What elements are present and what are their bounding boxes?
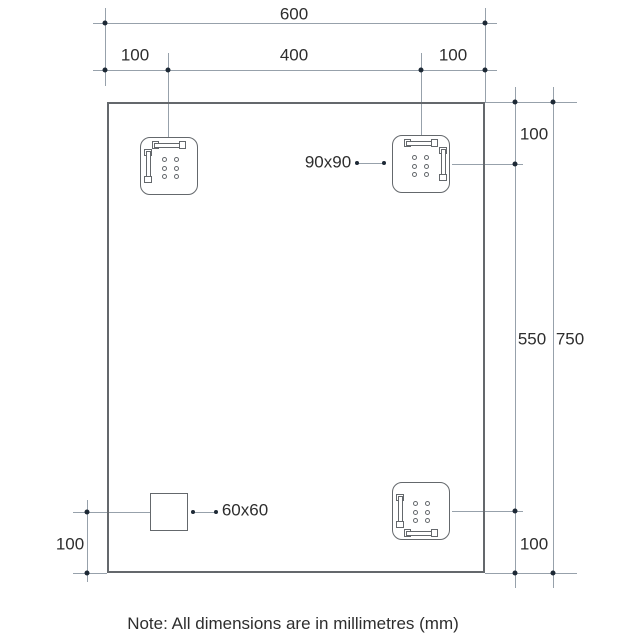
slot-end-cap <box>439 174 447 181</box>
slot-end-cap <box>431 139 438 147</box>
dim-label-top-center-span: 400 <box>279 45 309 65</box>
screw-hole <box>411 154 417 160</box>
dimension-tick-dot <box>512 508 518 514</box>
dimension-tick-dot <box>512 99 518 105</box>
dim-line-total-width <box>93 23 497 24</box>
slot-end-cap <box>396 521 404 528</box>
dimension-tick-dot <box>102 67 108 73</box>
note-text: Note: All dimensions are in millimetres … <box>127 614 459 633</box>
mirror-outline <box>107 102 485 573</box>
screw-hole <box>173 156 179 162</box>
dim-line-top-segments <box>93 70 497 71</box>
dimension-tick-dot <box>482 20 488 26</box>
dim-label-right-bottom-offset: 100 <box>519 534 549 554</box>
dim-label-total-height: 750 <box>555 329 585 349</box>
extension-line-bottom-edge-left <box>73 573 107 574</box>
fixing-bracket-top-right <box>392 135 450 193</box>
extension-line-bracket-top-right-center <box>452 164 523 165</box>
screw-hole <box>161 165 167 171</box>
dimension-tick-dot <box>550 99 556 105</box>
extension-line-top-edge-right <box>485 102 577 103</box>
screw-hole <box>161 173 167 179</box>
dimension-tick-dot <box>84 570 90 576</box>
screw-hole <box>424 517 430 523</box>
centerline-bracket-top-right <box>421 53 422 135</box>
centerline-bracket-top-left <box>168 53 169 137</box>
screw-hole <box>423 163 429 169</box>
extension-line-left-edge-top <box>105 8 106 86</box>
screw-hole <box>173 173 179 179</box>
extension-line-bottom-edge-right <box>485 573 577 574</box>
slot-end-cap <box>431 529 438 537</box>
dimension-tick-dot <box>482 67 488 73</box>
screw-hole <box>412 517 418 523</box>
screw-hole <box>412 509 418 515</box>
dim-label-top-right-offset: 100 <box>438 45 468 65</box>
leader-end-dot <box>355 161 359 165</box>
dimension-tick-dot <box>165 67 171 73</box>
screw-hole <box>412 500 418 506</box>
screw-hole <box>424 500 430 506</box>
dim-line-right-inner <box>515 87 516 588</box>
dim-label-right-top-offset: 100 <box>519 124 549 144</box>
screw-hole <box>423 171 429 177</box>
screw-hole <box>424 509 430 515</box>
leader-line-bracket-size <box>357 163 384 164</box>
callout-plate-size: 60x60 <box>221 500 269 520</box>
dimension-tick-dot <box>550 570 556 576</box>
leader-end-dot <box>382 161 386 165</box>
slot-end-cap <box>144 176 152 183</box>
screw-hole <box>173 165 179 171</box>
callout-bracket-size: 90x90 <box>304 152 352 172</box>
slot-end-cap <box>179 141 186 149</box>
fixing-bracket-top-left <box>140 137 198 195</box>
dim-label-top-left-offset: 100 <box>120 45 150 65</box>
dim-line-left-bottom <box>87 500 88 582</box>
dimension-tick-dot <box>102 20 108 26</box>
screw-hole <box>411 163 417 169</box>
extension-line-bracket-bottom-right-center <box>452 511 523 512</box>
screw-hole <box>411 171 417 177</box>
leader-end-dot <box>214 510 218 514</box>
leader-end-dot <box>191 510 195 514</box>
dim-label-right-middle-span: 550 <box>517 329 547 349</box>
dimension-tick-dot <box>512 161 518 167</box>
dim-line-right-outer <box>553 87 554 588</box>
dim-label-left-bottom-offset: 100 <box>55 534 85 554</box>
fixing-bracket-bottom-right <box>392 482 450 540</box>
dimension-tick-dot <box>418 67 424 73</box>
extension-line-right-edge-top <box>485 8 486 102</box>
extension-line-plate-center <box>73 512 150 513</box>
dimension-tick-dot <box>512 570 518 576</box>
dimension-tick-dot <box>84 509 90 515</box>
fixing-plate-bottom-left <box>150 493 188 531</box>
screw-hole <box>161 156 167 162</box>
screw-hole <box>423 154 429 160</box>
leader-line-plate-size <box>193 512 216 513</box>
dim-label-total-width: 600 <box>279 4 309 24</box>
